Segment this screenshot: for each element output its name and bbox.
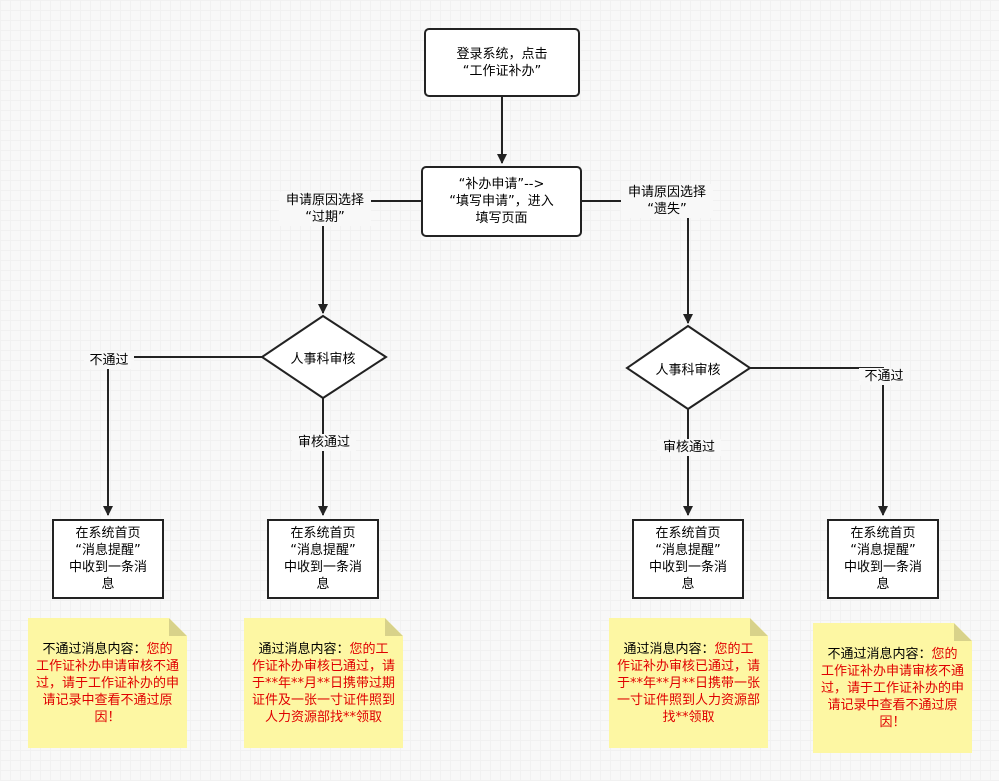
edge-label-reject-left: 不通过 — [84, 352, 134, 369]
edge-label-reject-right: 不通过 — [859, 368, 909, 385]
decision-diamond-left — [260, 314, 388, 400]
message-box-right-approve: 在系统首页 “消息提醒” 中收到一条消 息 — [632, 519, 744, 599]
note-body: 不通过消息内容：您的工作证补办申请审核不通过，请于工作证补办的申请记录中查看不通… — [821, 646, 964, 731]
edge-review-right-reject — [750, 367, 888, 516]
apply-node: “补办申请”--> “填写申请”，进入 填写页面 — [421, 166, 582, 237]
edge-label-approve-left: 审核通过 — [292, 434, 356, 451]
note-text: 您的工作证补办审核已通过，请于**年**月**日携带一张一寸证件照到人力资源部找… — [617, 641, 761, 725]
message-box-left-reject: 在系统首页 “消息提醒” 中收到一条消 息 — [52, 519, 164, 599]
note-body: 不通过消息内容：您的工作证补办申请审核不通过，请于工作证补办的申请记录中查看不通… — [36, 641, 179, 726]
review-left-label: 人事科审核 — [290, 351, 356, 367]
note-text: 您的工作证补办审核已通过，请于**年**月**日携带过期证件及一张一寸证件照到人… — [252, 641, 396, 725]
note-label: 通过消息内容： — [258, 641, 350, 657]
start-node: 登录系统，点击 “工作证补办” — [424, 28, 580, 97]
note-label: 通过消息内容： — [623, 641, 715, 657]
edge-label-approve-right: 审核通过 — [657, 439, 721, 456]
edge-review-left-reject — [103, 356, 262, 516]
edge-label-reason-lost: 申请原因选择 “遗失” — [621, 184, 713, 218]
message-box-right-reject: 在系统首页 “消息提醒” 中收到一条消 息 — [827, 519, 939, 599]
note-label: 不通过消息内容： — [827, 646, 932, 662]
note-text: 您的工作证补办申请审核不通过，请于工作证补办的申请记录中查看不通过原因！ — [36, 641, 180, 725]
note-label: 不通过消息内容： — [42, 641, 147, 657]
note-reject-right: 不通过消息内容：您的工作证补办申请审核不通过，请于工作证补办的申请记录中查看不通… — [813, 623, 972, 753]
review-right-label: 人事科审核 — [655, 362, 721, 378]
note-reject-left: 不通过消息内容：您的工作证补办申请审核不通过，请于工作证补办的申请记录中查看不通… — [28, 618, 187, 748]
note-body: 通过消息内容：您的工作证补办审核已通过，请于**年**月**日携带一张一寸证件照… — [617, 641, 760, 726]
note-body: 通过消息内容：您的工作证补办审核已通过，请于**年**月**日携带过期证件及一张… — [252, 641, 395, 726]
message-box-left-approve: 在系统首页 “消息提醒” 中收到一条消 息 — [267, 519, 379, 599]
note-approve-right: 通过消息内容：您的工作证补办审核已通过，请于**年**月**日携带一张一寸证件照… — [609, 618, 768, 748]
decision-diamond-right — [625, 324, 752, 411]
note-approve-left: 通过消息内容：您的工作证补办审核已通过，请于**年**月**日携带过期证件及一张… — [244, 618, 403, 748]
note-text: 您的工作证补办申请审核不通过，请于工作证补办的申请记录中查看不通过原因！ — [821, 646, 965, 730]
edge-label-reason-expired: 申请原因选择 “过期” — [279, 192, 371, 226]
edge-apply-to-review-right — [582, 200, 693, 324]
